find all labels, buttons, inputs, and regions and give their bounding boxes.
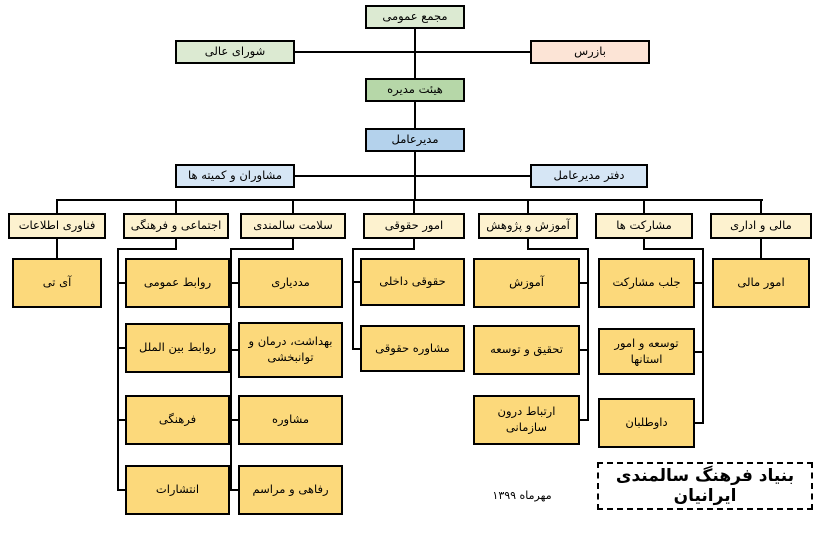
connector-line [580, 349, 588, 351]
connector-line [230, 248, 232, 491]
dept-partnerships: مشارکت ها [595, 213, 693, 239]
connector-line [413, 199, 415, 213]
connector-line [760, 199, 762, 213]
connector-line [295, 51, 530, 53]
connector-line [352, 248, 415, 250]
unit-counseling: مشاوره [238, 395, 343, 445]
connector-line [527, 248, 589, 250]
connector-line [414, 102, 416, 128]
unit-cultural: فرهنگی [125, 395, 230, 445]
connector-line [56, 199, 763, 201]
connector-line [292, 199, 294, 213]
foundation-title: بنیاد فرهنگ سالمندی ایرانیان [615, 466, 795, 506]
connector-line [702, 248, 704, 424]
connector-line [230, 248, 294, 250]
unit-education: آموزش [473, 258, 580, 308]
unit-health-treatment-rehab: بهداشت، درمان و توانبخشی [238, 322, 343, 378]
connector-line [587, 248, 589, 421]
connector-line [292, 239, 294, 250]
connector-line [117, 248, 177, 250]
connector-line [56, 239, 58, 258]
connector-line [580, 282, 588, 284]
connector-line [56, 199, 58, 213]
connector-line [295, 175, 530, 177]
connector-line [117, 282, 125, 284]
unit-attract-participation: جلب مشارکت [598, 258, 695, 308]
dept-it: فناوری اطلاعات [8, 213, 106, 239]
unit-internal-legal: حقوقی داخلی [360, 258, 465, 306]
connector-line [352, 248, 354, 350]
connector-line [230, 349, 238, 351]
unit-welfare-ceremonies: رفاهی و مراسم [238, 465, 343, 515]
connector-line [413, 239, 415, 250]
dept-finance-admin: مالی و اداری [710, 213, 812, 239]
node-supreme-council: شورای عالی [175, 40, 295, 64]
dept-education-research: آموزش و پژوهش [478, 213, 578, 239]
unit-research-development: تحقیق و توسعه [473, 325, 580, 375]
dept-legal: امور حقوقی [363, 213, 465, 239]
unit-volunteers: داوطلبان [598, 398, 695, 448]
connector-line [230, 419, 238, 421]
date-label: مهرماه ۱۳۹۹ [492, 489, 552, 502]
dept-elderly-health: سلامت سالمندی [240, 213, 346, 239]
connector-line [643, 239, 645, 250]
unit-publications: انتشارات [125, 465, 230, 515]
node-general-assembly: مجمع عمومی [365, 5, 465, 29]
connector-line [352, 281, 360, 283]
dept-social-cultural: اجتماعی و فرهنگی [123, 213, 229, 239]
connector-line [580, 419, 588, 421]
connector-line [175, 239, 177, 250]
connector-line [695, 282, 703, 284]
connector-line [117, 347, 125, 349]
connector-line [117, 489, 125, 491]
connector-line [117, 248, 119, 491]
connector-line [175, 199, 177, 213]
connector-line [414, 29, 416, 78]
connector-line [695, 351, 703, 353]
unit-it: آی تی [12, 258, 102, 308]
unit-public-relations: روابط عمومی [125, 258, 230, 308]
connector-line [527, 199, 529, 213]
node-ceo: مدیرعامل [365, 128, 465, 152]
unit-aid-assistance: مددیاری [238, 258, 343, 308]
connector-line [643, 248, 704, 250]
node-ceo-office: دفتر مدیرعامل [530, 164, 648, 188]
connector-line [230, 489, 238, 491]
connector-line [230, 282, 238, 284]
node-board: هیئت مدیره [365, 78, 465, 102]
connector-line [352, 348, 360, 350]
unit-legal-consultation: مشاوره حقوقی [360, 325, 465, 372]
connector-line [643, 199, 645, 213]
unit-development-provinces: توسعه و امور استانها [598, 328, 695, 375]
node-inspector: بازرس [530, 40, 650, 64]
connector-line [527, 239, 529, 250]
unit-internal-communication: ارتباط درون سازمانی [473, 395, 580, 445]
connector-line [117, 419, 125, 421]
node-advisors-committees: مشاوران و کمیته ها [175, 164, 295, 188]
unit-international-relations: روابط بین الملل [125, 323, 230, 373]
connector-line [760, 239, 762, 258]
foundation-title-box: بنیاد فرهنگ سالمندی ایرانیان [597, 462, 813, 510]
unit-financial-affairs: امور مالی [712, 258, 810, 308]
connector-line [695, 422, 703, 424]
